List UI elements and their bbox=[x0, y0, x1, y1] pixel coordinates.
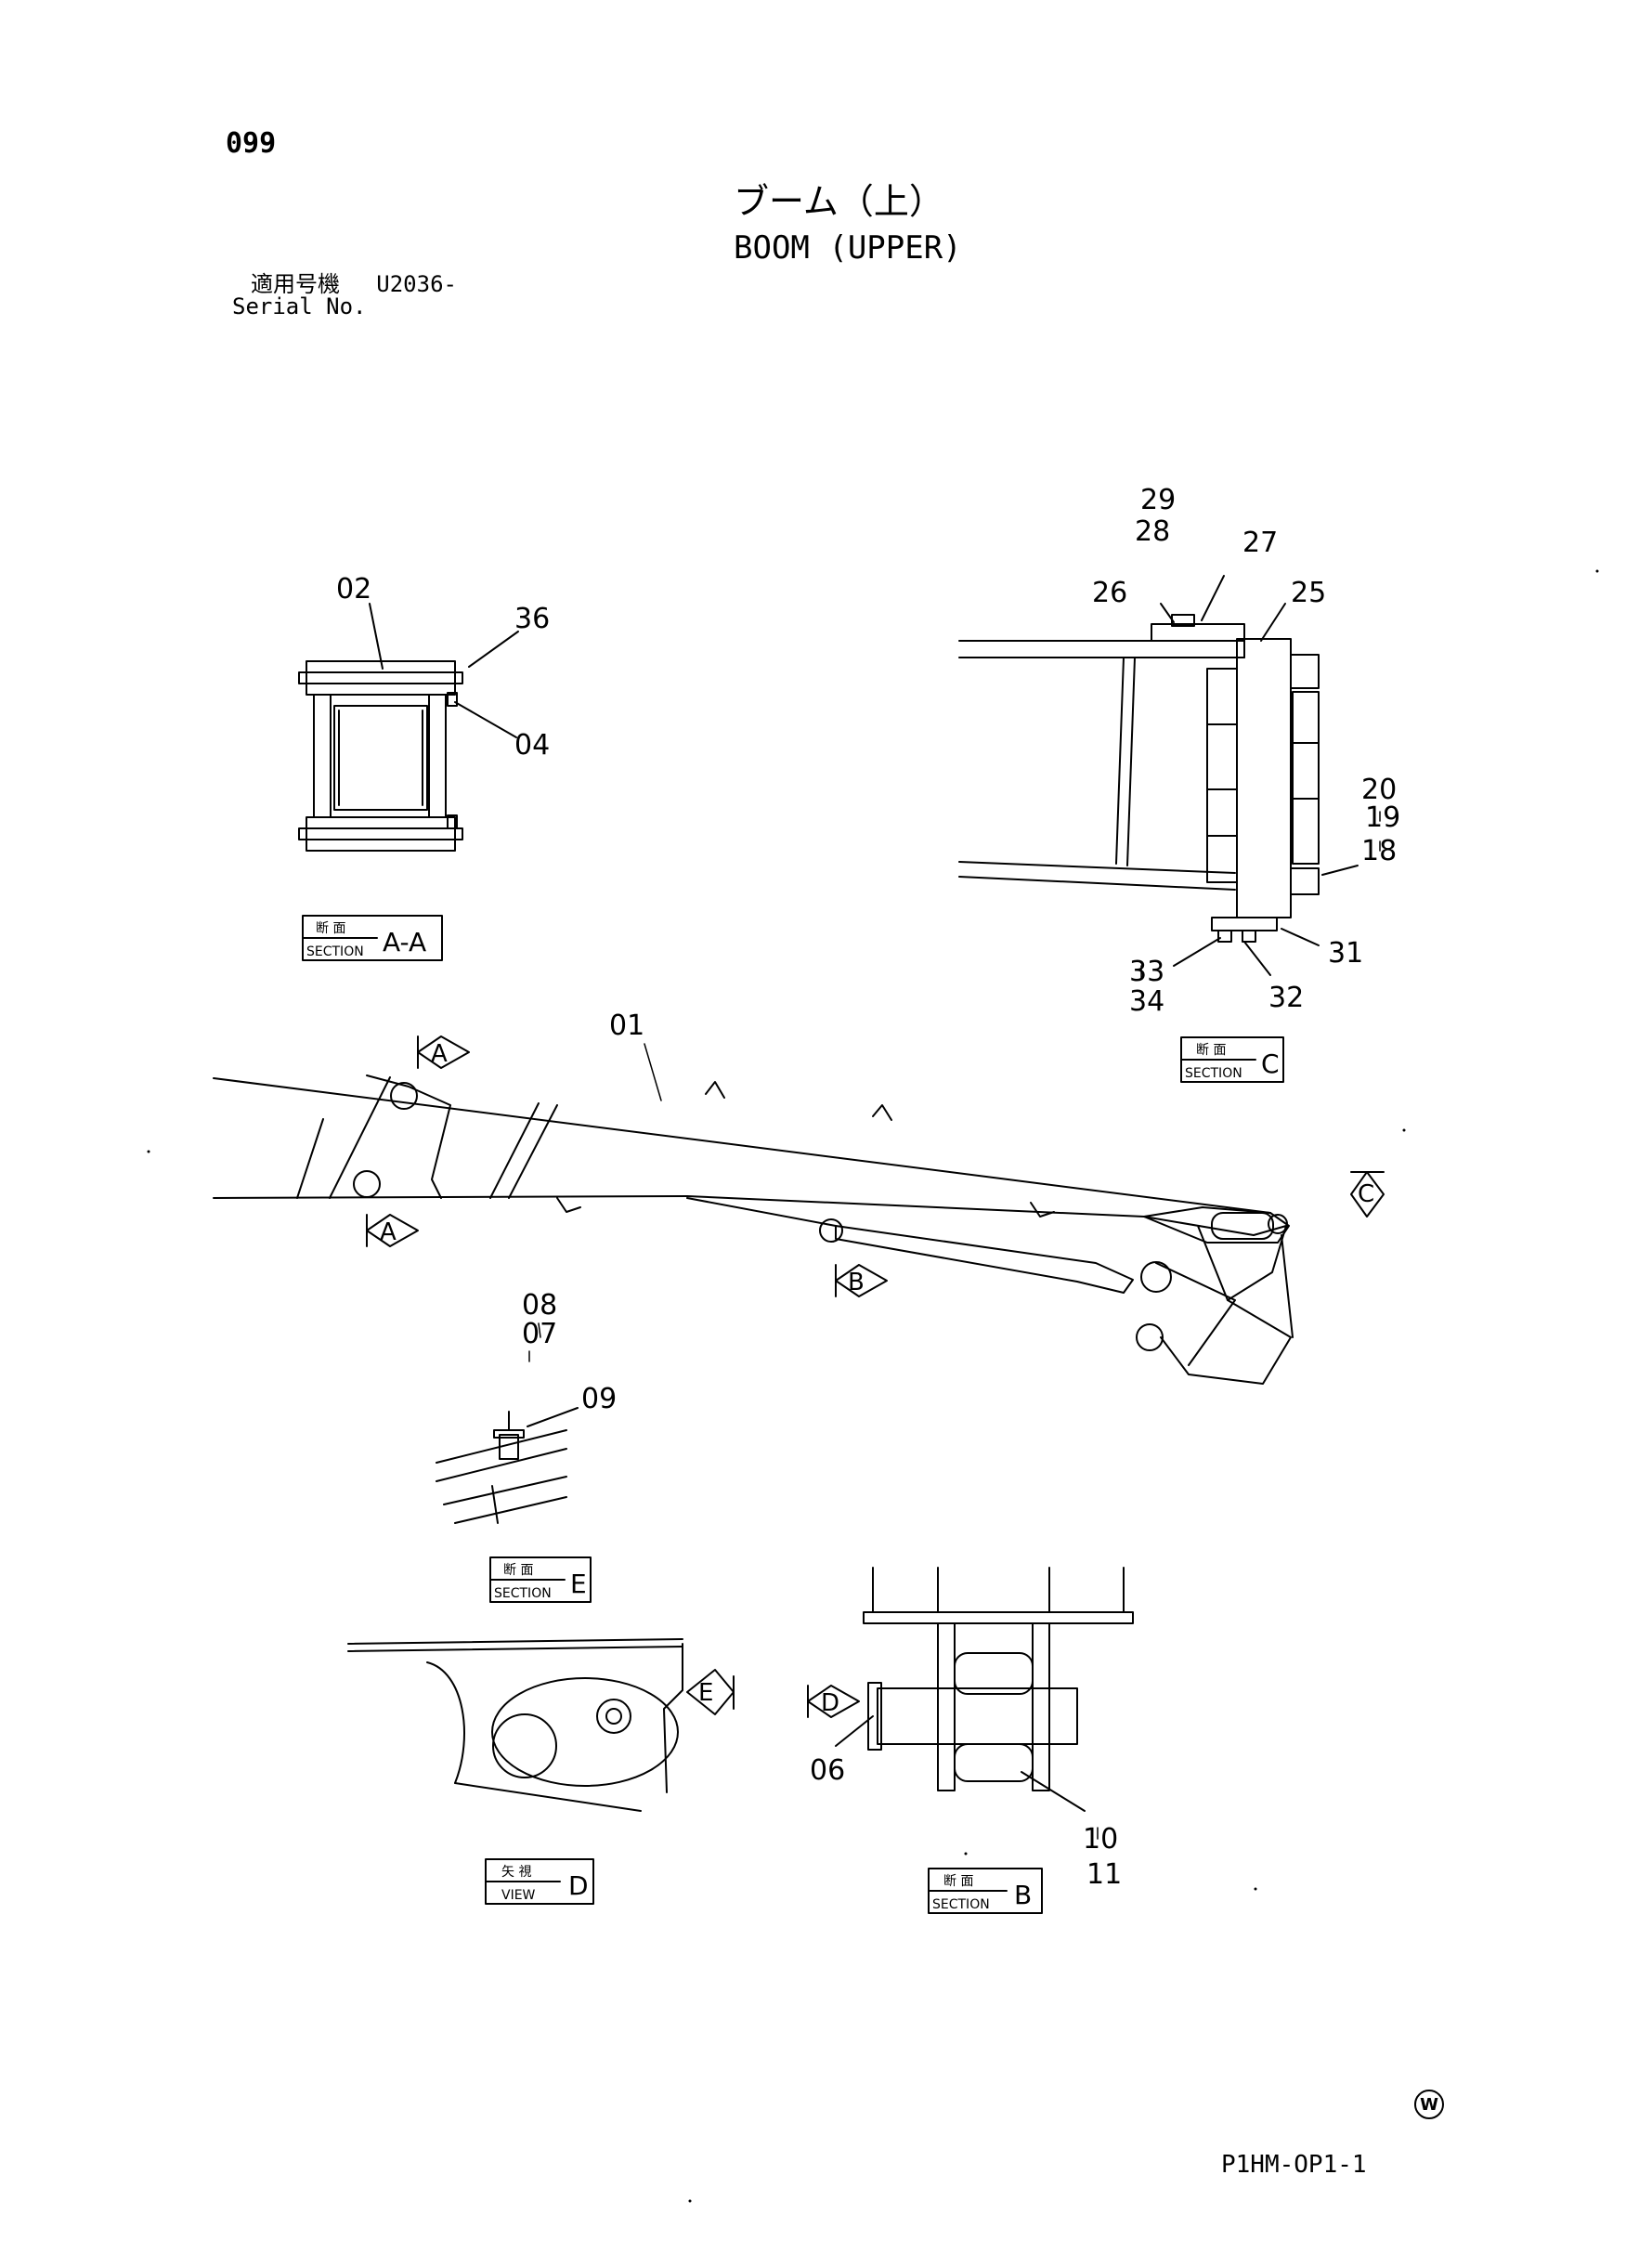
callout-04: 04 bbox=[514, 729, 550, 762]
applicable-serial-value: U2036- bbox=[376, 271, 457, 297]
callout-18: 18 bbox=[1361, 835, 1397, 867]
callout-32: 32 bbox=[1268, 982, 1304, 1014]
view-arrow-letters: A A B C D E bbox=[380, 1040, 1374, 1717]
view-arrow-c: C bbox=[1358, 1180, 1374, 1208]
view-arrow-a-top: A bbox=[431, 1040, 448, 1068]
tag-e-letter: E bbox=[570, 1569, 587, 1599]
tag-aa-en: SECTION bbox=[306, 944, 364, 959]
callout-29: 29 bbox=[1140, 484, 1176, 516]
callout-27: 27 bbox=[1242, 527, 1278, 559]
callout-33: 33 bbox=[1129, 956, 1164, 988]
view-arrow-d: D bbox=[821, 1689, 839, 1717]
tag-b-jp: 断 面 bbox=[943, 1874, 973, 1889]
section-e-drawing bbox=[436, 1407, 579, 1524]
serial-label-english: Serial No. bbox=[232, 293, 367, 319]
leader-lines bbox=[528, 811, 1381, 1840]
callout-06: 06 bbox=[810, 1754, 845, 1787]
tag-c-jp: 断 面 bbox=[1196, 1043, 1226, 1058]
view-d-drawing bbox=[347, 1638, 683, 1812]
tag-d-en: VIEW bbox=[501, 1888, 536, 1903]
callout-28: 28 bbox=[1135, 515, 1170, 548]
tag-e-jp: 断 面 bbox=[503, 1563, 533, 1578]
watermark-symbol: W bbox=[1414, 2090, 1444, 2119]
title-japanese: ブーム（上） bbox=[734, 181, 944, 222]
applicable-label-jp: 適用号機 bbox=[251, 271, 340, 297]
callout-10: 10 bbox=[1083, 1823, 1118, 1856]
tag-d-jp: 矢 視 bbox=[501, 1865, 531, 1880]
callout-31: 31 bbox=[1328, 937, 1363, 970]
section-c-drawing bbox=[958, 575, 1359, 976]
tag-b-letter: B bbox=[1014, 1880, 1032, 1910]
main-boom-drawing bbox=[213, 1074, 1294, 1385]
callout-34: 34 bbox=[1129, 985, 1164, 1018]
section-tag-texts: 断 面 SECTION A-A 断 面 SECTION C 断 面 SECTIO… bbox=[306, 921, 1280, 1912]
callout-02: 02 bbox=[336, 573, 371, 606]
callout-26: 26 bbox=[1092, 577, 1127, 609]
view-arrow-shapes bbox=[366, 1035, 1385, 1718]
tag-c-en: SECTION bbox=[1185, 1066, 1242, 1081]
callout-01: 01 bbox=[609, 1009, 644, 1042]
callout-25: 25 bbox=[1291, 577, 1326, 609]
callout-08: 08 bbox=[522, 1289, 557, 1322]
section-tag-boxes bbox=[302, 915, 1284, 1914]
section-aa-drawing bbox=[298, 603, 519, 852]
tag-aa-letter: A-A bbox=[383, 927, 426, 957]
tag-aa-jp: 断 面 bbox=[316, 921, 345, 936]
view-arrow-e: E bbox=[698, 1679, 713, 1707]
scan-specks bbox=[147, 569, 1599, 2203]
callout-20: 20 bbox=[1361, 774, 1397, 806]
callout-19: 19 bbox=[1365, 801, 1400, 834]
callout-numbers: 29 28 27 26 25 02 36 04 20 19 18 31 33 3… bbox=[336, 484, 1400, 1891]
callout-36: 36 bbox=[514, 603, 550, 635]
view-arrow-b: B bbox=[848, 1269, 865, 1296]
callout-07: 07 bbox=[522, 1318, 557, 1350]
callout-11: 11 bbox=[1086, 1858, 1122, 1891]
view-arrow-a-bottom: A bbox=[380, 1218, 397, 1246]
tag-d-letter: D bbox=[568, 1870, 589, 1901]
document-code: P1HM-OP1-1 bbox=[1221, 2151, 1367, 2179]
applicable-serial-label: 適用号機 U2036- bbox=[251, 273, 457, 295]
tag-e-en: SECTION bbox=[494, 1586, 552, 1601]
tag-c-letter: C bbox=[1261, 1048, 1280, 1079]
page-number: 099 bbox=[226, 127, 277, 160]
tag-b-en: SECTION bbox=[932, 1897, 990, 1912]
callout-09: 09 bbox=[581, 1383, 617, 1415]
title-english: BOOM (UPPER) bbox=[734, 229, 962, 267]
section-b-drawing bbox=[835, 1567, 1134, 1812]
